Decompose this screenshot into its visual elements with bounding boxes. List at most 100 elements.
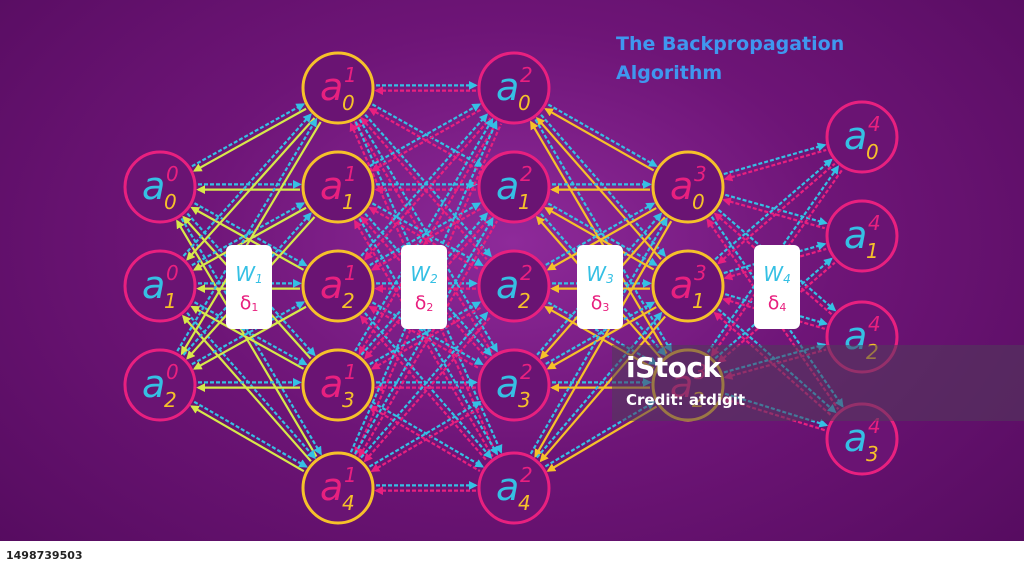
edge-backward [358, 220, 499, 459]
edge-backward [544, 207, 655, 271]
edge-backward [363, 315, 492, 463]
edge-backward [713, 212, 833, 315]
node-letter: a [844, 213, 867, 257]
watermark-overlay: iStock Credit: atdigit [612, 345, 1024, 421]
node-ring [651, 249, 725, 323]
node-ring [301, 51, 375, 125]
node-letter: a [142, 263, 165, 307]
weight-box-bg [401, 245, 447, 329]
edge-backward [546, 306, 657, 370]
node-letter: a [320, 465, 343, 509]
node-subscript: 1 [692, 289, 705, 313]
node-subscript: 1 [342, 190, 355, 214]
node-ring [301, 150, 375, 224]
node-letter: a [844, 416, 867, 460]
edge-backward [192, 107, 307, 172]
edge-backward [717, 162, 836, 265]
node-letter: a [320, 65, 343, 109]
edge-forward [714, 257, 833, 360]
node-subscript: 0 [518, 91, 531, 115]
node-letter: a [142, 362, 165, 406]
edge-backward [370, 107, 483, 172]
node-subscript: 0 [866, 140, 879, 164]
node-superscript: 4 [868, 312, 881, 336]
edge-backward [192, 305, 307, 370]
edge-backward [723, 247, 827, 281]
node-ring [477, 51, 551, 125]
image-id: 1498739503 [6, 549, 83, 562]
node-subscript: 2 [518, 289, 531, 313]
node-subscript: 3 [866, 442, 879, 466]
node-superscript: 1 [344, 261, 357, 285]
edge-backward [710, 168, 844, 357]
node-superscript: 0 [166, 261, 179, 285]
node-letter: a [844, 114, 867, 158]
edge-forward [354, 117, 494, 352]
diagram-title: The Backpropagation Algorithm [616, 30, 844, 88]
edge-forward [193, 301, 308, 366]
edge-backward [190, 405, 305, 473]
footer-bar: 1498739503 [0, 541, 1024, 576]
title-line-1: The Backpropagation [616, 33, 845, 55]
node-subscript: 1 [164, 289, 177, 313]
edge-forward [360, 212, 488, 356]
edge-backward [190, 206, 305, 271]
edge-backward [546, 207, 657, 271]
edge-forward [360, 311, 489, 459]
edge-forward [193, 400, 308, 468]
node-subscript: 0 [164, 190, 177, 214]
node-ring [477, 451, 551, 525]
edge-backward [723, 148, 827, 182]
node-letter: a [320, 263, 343, 307]
weight-label: W2 [410, 262, 437, 286]
edge-backward [722, 296, 826, 330]
edge-forward [547, 103, 658, 167]
node-subscript: 4 [518, 491, 531, 515]
title-line-2: Algorithm [616, 62, 723, 84]
node-subscript: 3 [518, 388, 531, 412]
node-superscript: 1 [344, 162, 357, 186]
node-letter: a [496, 164, 519, 208]
edge-backward [368, 305, 481, 370]
edge-backward [358, 121, 498, 356]
node-subscript: 1 [518, 190, 531, 214]
node-letter: a [320, 362, 343, 406]
edge-backward [368, 107, 481, 172]
edge-backward [722, 197, 826, 230]
node-superscript: 2 [520, 360, 533, 384]
edge-backward [364, 117, 492, 261]
node-letter: a [496, 263, 519, 307]
edge-forward [547, 202, 658, 266]
edge-forward [353, 216, 494, 455]
node-superscript: 2 [520, 162, 533, 186]
edge-forward [714, 158, 833, 261]
node-ring [301, 451, 375, 525]
node-subscript: 2 [342, 289, 355, 313]
connection-lines [176, 81, 844, 496]
node-superscript: 4 [868, 112, 881, 136]
edge-backward [180, 121, 322, 356]
edge-forward [182, 113, 312, 257]
node-letter: a [670, 263, 693, 307]
edge-backward [539, 315, 667, 463]
edge-backward [190, 305, 305, 370]
edge-forward [717, 209, 837, 312]
node-ring [477, 348, 551, 422]
edge-backward [544, 108, 655, 172]
edge-forward [186, 312, 316, 460]
edge-forward [706, 165, 840, 354]
edge-forward [371, 103, 484, 168]
edge-forward [369, 103, 482, 168]
node-superscript: 2 [520, 63, 533, 87]
